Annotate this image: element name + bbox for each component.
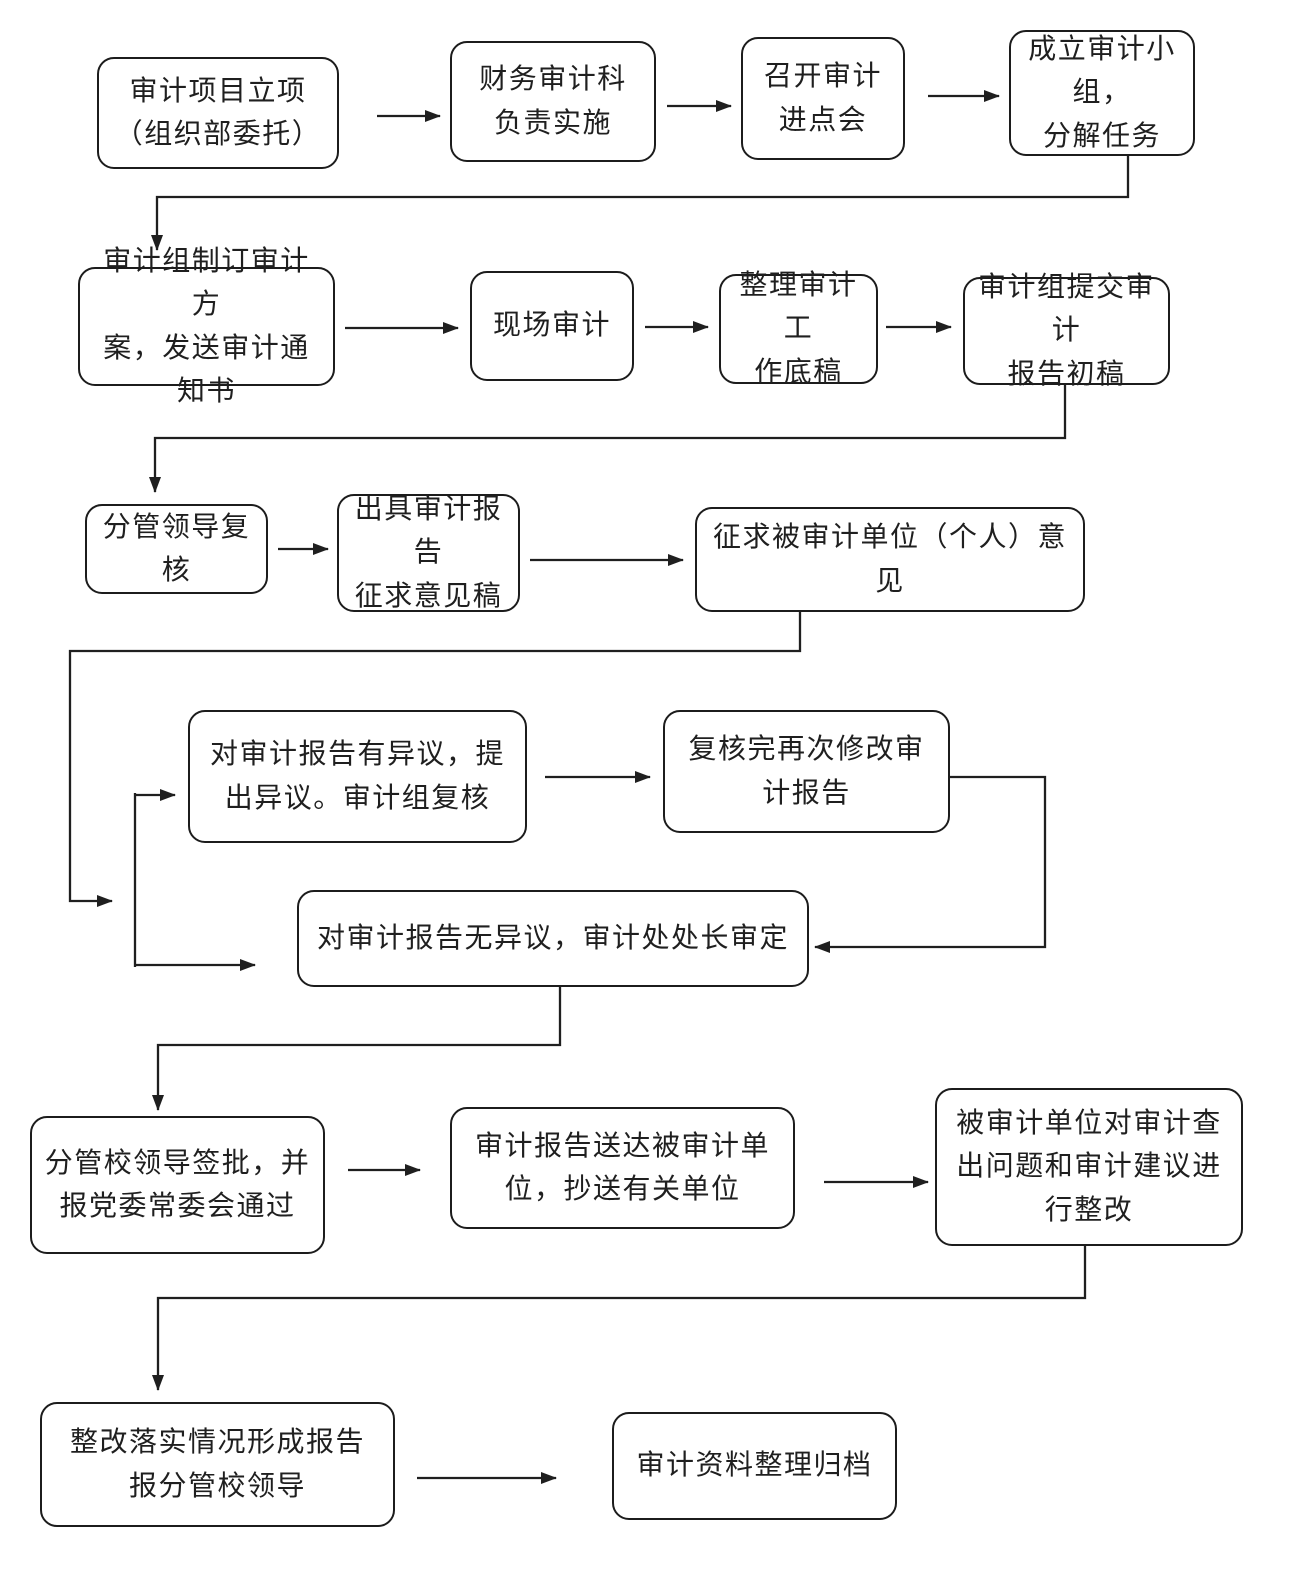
node-audit-plan-notice-label: 审计组制订审计方 案，发送审计通知书 [103, 245, 310, 407]
node-school-leader-approve-label: 分管校领导签批，并 报党委常委会通过 [44, 1147, 311, 1222]
node-comment-draft-label: 出具审计报告 征求意见稿 [354, 493, 503, 612]
edge-rectify-to-report [152, 1246, 1087, 1391]
node-deliver-report: 审计报告送达被审计单 位，抄送有关单位 [450, 1107, 795, 1229]
edge-draft-to-review [149, 385, 1067, 493]
edge-revise-to-noobjection [814, 775, 1047, 953]
node-solicit-opinions-label: 征求被审计单位（个人）意见 [712, 522, 1067, 597]
node-rectification-report-label: 整改落实情况形成报告 报分管校领导 [69, 1427, 365, 1502]
node-onsite-audit: 现场审计 [470, 271, 634, 381]
node-onsite-audit-label: 现场审计 [492, 310, 611, 342]
node-deliver-report-label: 审计报告送达被审计单 位，抄送有关单位 [474, 1130, 770, 1205]
node-project-initiation: 审计项目立项 （组织部委托） [97, 57, 339, 169]
node-archive-label: 审计资料整理归档 [636, 1450, 873, 1482]
node-archive: 审计资料整理归档 [612, 1412, 897, 1520]
node-form-audit-team: 成立审计小组， 分解任务 [1009, 30, 1195, 156]
node-entry-meeting-label: 召开审计 进点会 [763, 61, 882, 136]
node-revise-report: 复核完再次修改审计报告 [663, 710, 950, 833]
node-rectification: 被审计单位对审计查 出问题和审计建议进 行整改 [935, 1088, 1243, 1246]
edge-noobjection-to-approve [152, 987, 562, 1111]
node-objection-review: 对审计报告有异议，提 出异议。审计组复核 [188, 710, 527, 843]
node-audit-plan-notice: 审计组制订审计方 案，发送审计通知书 [78, 246, 335, 407]
node-no-objection-finalize: 对审计报告无异议，审计处处长审定 [297, 890, 809, 987]
node-rectification-label: 被审计单位对审计查 出问题和审计建议进 行整改 [956, 1107, 1222, 1226]
node-revise-report-label: 复核完再次修改审计报告 [688, 734, 925, 809]
node-draft-report-label: 审计组提交审计 报告初稿 [977, 271, 1155, 390]
node-no-objection-finalize-label: 对审计报告无异议，审计处处长审定 [316, 922, 789, 954]
node-finance-audit-section: 财务审计科 负责实施 [450, 41, 656, 162]
node-draft-report: 审计组提交审计 报告初稿 [963, 272, 1170, 390]
node-working-papers: 整理审计工 作底稿 [719, 270, 878, 388]
node-rectification-report: 整改落实情况形成报告 报分管校领导 [40, 1402, 395, 1527]
node-leader-review-label: 分管领导复核 [102, 511, 251, 586]
node-solicit-opinions: 征求被审计单位（个人）意见 [695, 507, 1085, 612]
node-entry-meeting: 召开审计 进点会 [741, 37, 905, 160]
node-objection-review-label: 对审计报告有异议，提 出异议。审计组复核 [209, 739, 505, 814]
node-comment-draft: 出具审计报告 征求意见稿 [337, 494, 520, 612]
node-school-leader-approve: 分管校领导签批，并 报党委常委会通过 [30, 1116, 325, 1254]
edge-team-to-plan [151, 156, 1130, 251]
node-project-initiation-label: 审计项目立项 （组织部委托） [114, 75, 322, 150]
node-working-papers-label: 整理审计工 作底稿 [739, 269, 858, 388]
node-form-audit-team-label: 成立审计小组， 分解任务 [1028, 33, 1176, 152]
node-leader-review: 分管领导复核 [85, 504, 268, 594]
edge-solicit-to-branch [68, 612, 802, 907]
node-finance-audit-section-label: 财务审计科 负责实施 [479, 64, 627, 139]
